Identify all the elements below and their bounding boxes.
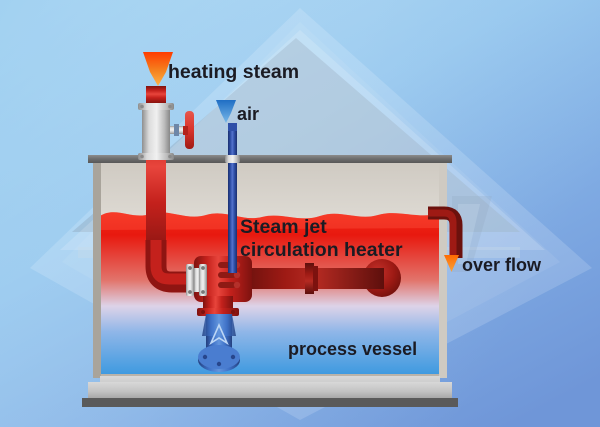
- heater-barrel-flange-edge: [313, 266, 318, 291]
- vessel-rim: [88, 155, 452, 163]
- label-heating-steam: heating steam: [143, 52, 299, 86]
- valve-flange-top: [138, 103, 174, 110]
- label-heater-line2: circulation heater: [240, 239, 403, 261]
- suction-foot-valve[interactable]: [198, 314, 240, 372]
- label-over-flow: over flow: [444, 255, 542, 275]
- valve-body[interactable]: [142, 104, 170, 160]
- liquid-surface-sheen: [100, 212, 440, 230]
- valve-handwheel[interactable]: [185, 111, 194, 149]
- suction-valve-flange-face: [198, 345, 240, 369]
- air-pipe: [225, 123, 240, 273]
- bolt-icon: [140, 104, 144, 109]
- down-triangle-icon: [143, 52, 173, 86]
- vessel-liquid: [100, 212, 440, 374]
- vessel-base-wide: [88, 382, 452, 398]
- bolt-icon: [140, 154, 144, 159]
- air-riser: [228, 128, 237, 273]
- label-over-flow-text: over flow: [462, 255, 542, 275]
- valve-flange-bottom: [138, 153, 174, 160]
- bolt-icon: [168, 154, 172, 159]
- valve-stem-collar: [174, 124, 179, 136]
- bolt-icon: [230, 354, 236, 360]
- down-triangle-icon: [444, 255, 459, 272]
- bolt-icon: [202, 354, 208, 360]
- vessel-foot: [82, 398, 458, 407]
- vessel-wall-right: [439, 160, 447, 378]
- flow-arrow-icon: [209, 323, 229, 346]
- vessel-wall-left: [93, 160, 101, 378]
- heater-barrel-flange: [305, 263, 314, 294]
- air-inlet-stub: [228, 123, 237, 131]
- bolt-icon: [201, 310, 205, 314]
- bolt-icon: [168, 104, 172, 109]
- steam-shutoff-valve[interactable]: [138, 103, 194, 160]
- steam-elbow-flange: [186, 264, 207, 296]
- overflow-pipe: [428, 206, 463, 258]
- bolt-icon: [231, 310, 235, 314]
- label-heating-steam-text: heating steam: [168, 61, 299, 83]
- steam-elbow-inner: [150, 240, 200, 285]
- heater-nozzle-studs-icon: [218, 261, 241, 289]
- air-pipe-collar: [225, 155, 240, 163]
- label-air: air: [216, 100, 259, 124]
- label-heater-line1: Steam jet: [240, 216, 327, 238]
- down-triangle-icon: [216, 100, 236, 123]
- labels-layer: heating steam air over flow Steam jet ci…: [143, 52, 542, 359]
- valve-handwheel-hub: [183, 126, 188, 135]
- label-air-text: air: [237, 104, 259, 124]
- bolt-icon: [216, 361, 222, 367]
- steam-inlet-stub: [146, 86, 166, 104]
- label-process-vessel: process vessel: [288, 339, 417, 359]
